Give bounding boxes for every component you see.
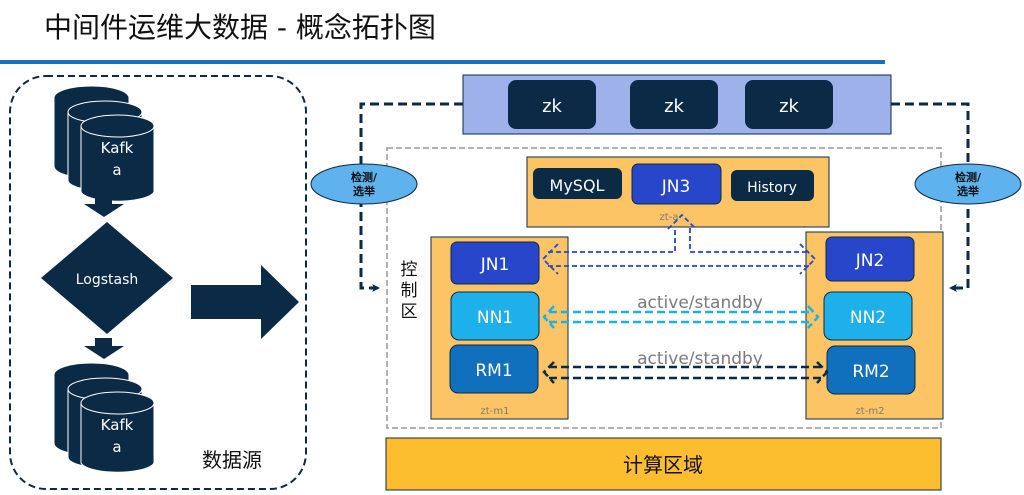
detect-elect-right: 检测/ 选举 xyxy=(914,163,1022,205)
svg-text:制: 制 xyxy=(401,281,418,301)
service-jn3 xyxy=(631,163,722,205)
svg-text:区: 区 xyxy=(401,302,418,322)
host-name-zt-m2: zt-m2 xyxy=(856,406,885,417)
service-mysql-label: MySQL xyxy=(550,176,605,195)
zk-node xyxy=(630,80,718,129)
service-rm1 xyxy=(449,344,539,394)
detect-elect-left-line2: 选举 xyxy=(353,184,376,198)
host-zt-m2: JN2 NN2 RM2 zt-m2 xyxy=(805,231,944,420)
control-zone-label: 控 制 区 xyxy=(401,260,418,322)
zk-node xyxy=(508,80,596,129)
detect-elect-right-line2: 选举 xyxy=(957,184,980,198)
nn-ha-label: active/standby xyxy=(637,293,763,313)
host-name-zt-m1: zt-m1 xyxy=(481,406,510,417)
rm-ha-label: active/standby xyxy=(637,349,763,369)
logstash-label: Logstash xyxy=(76,272,139,288)
kafka-top-label-2: a xyxy=(112,161,121,179)
service-history-label: History xyxy=(747,180,797,196)
service-nn1 xyxy=(450,291,540,341)
zk-node xyxy=(745,80,833,129)
logstash-diamond: Logstash xyxy=(41,222,173,334)
detect-elect-right-line1: 检测/ xyxy=(955,170,982,184)
host-zt-a: MySQL JN3 History zt-a xyxy=(526,156,830,228)
detect-elect-left: 检测/ 选举 xyxy=(310,163,418,205)
zk-left-link xyxy=(359,102,463,292)
compute-zone-label: 计算区域 xyxy=(623,453,703,477)
service-rm2-label: RM2 xyxy=(852,362,889,382)
data-source-zone xyxy=(9,75,307,490)
flow-right-arrow-icon xyxy=(191,265,299,339)
service-rm2 xyxy=(826,345,916,395)
service-jn3-label: JN3 xyxy=(661,177,691,197)
down-arrow-icon xyxy=(84,338,124,359)
service-jn1 xyxy=(450,241,540,285)
service-mysql xyxy=(533,168,622,199)
rm-ha-link xyxy=(542,361,829,384)
data-source-label: 数据源 xyxy=(202,448,262,472)
compute-zone: 计算区域 xyxy=(385,437,942,491)
service-nn1-label: NN1 xyxy=(477,308,513,328)
kafka-bottom-label-2: a xyxy=(112,438,121,456)
zk-node-label: zk xyxy=(542,96,562,117)
service-nn2 xyxy=(823,291,913,341)
service-jn1-label: JN1 xyxy=(480,255,510,275)
kafka-bottom-label-1: Kafk xyxy=(101,416,134,434)
svg-text:控: 控 xyxy=(401,260,418,280)
zk-node-label: zk xyxy=(664,96,684,117)
service-history xyxy=(731,170,814,201)
title-underline xyxy=(0,60,885,64)
zk-cluster: zk zk zk xyxy=(462,74,892,135)
down-arrow-icon xyxy=(84,196,124,217)
service-rm1-label: RM1 xyxy=(475,361,512,381)
service-jn2-label: JN2 xyxy=(855,251,885,271)
kafka-top-cylinder: Kafk a xyxy=(54,86,155,202)
host-zt-m1: JN1 NN1 RM1 zt-m1 xyxy=(430,236,569,420)
kafka-top-label-1: Kafk xyxy=(101,139,134,157)
nn-ha-link xyxy=(542,305,820,329)
zk-node-label: zk xyxy=(779,96,799,117)
host-name-zt-a: zt-a xyxy=(660,212,679,223)
page-title: 中间件运维大数据 - 概念拓扑图 xyxy=(44,11,436,44)
service-jn2 xyxy=(825,236,915,282)
jn-quorum-link xyxy=(541,213,817,275)
detect-elect-left-line1: 检测/ xyxy=(351,170,378,184)
kafka-bottom-cylinder: Kafk a xyxy=(54,363,155,473)
service-nn2-label: NN2 xyxy=(850,308,886,328)
